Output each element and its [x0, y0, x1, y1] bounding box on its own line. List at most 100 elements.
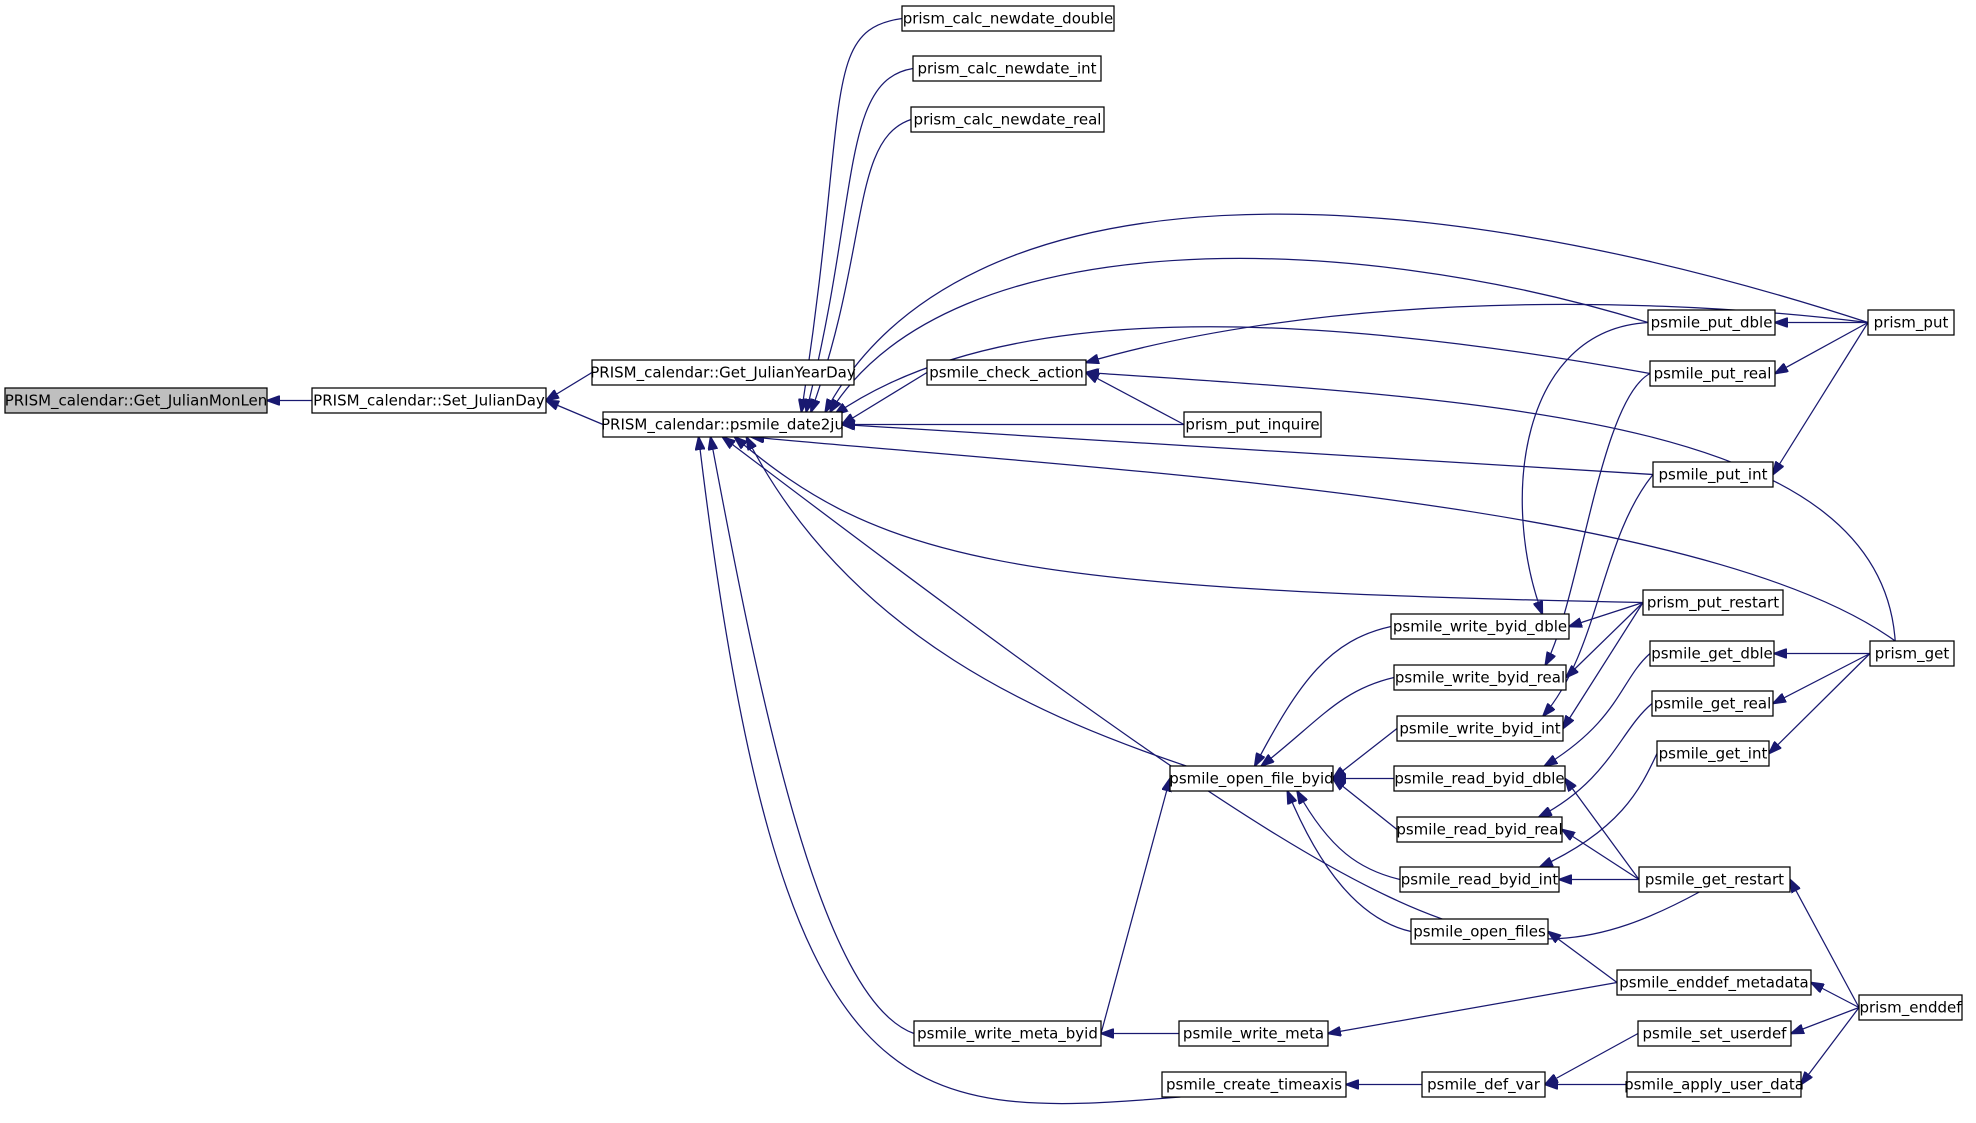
- node-getDble[interactable]: psmile_get_dble: [1649, 640, 1775, 667]
- node-box: [1178, 1020, 1329, 1047]
- node-box: [591, 359, 855, 386]
- node-label: prism_put_inquire: [1185, 416, 1319, 435]
- edge-getDble-to-readByidDble: [1544, 653, 1651, 767]
- edge-prismEnddef-to-setUserdef: [1791, 1006, 1860, 1034]
- node-label: psmile_check_action: [929, 364, 1084, 383]
- node-createTimeaxis[interactable]: psmile_create_timeaxis: [1161, 1071, 1347, 1098]
- node-box: [4, 387, 268, 414]
- edge-putReal-to-date2ju: [835, 326, 1651, 415]
- node-label: PRISM_calendar::Set_JulianDay: [313, 392, 545, 411]
- node-date2ju[interactable]: PRISM_calendar::psmile_date2ju: [601, 411, 844, 438]
- edge-writeByidInt-to-openFileByid: [1333, 728, 1398, 779]
- edge-prismGet-to-checkAction: [1086, 373, 1896, 642]
- node-getJulianYearDay[interactable]: PRISM_calendar::Get_JulianYearDay: [590, 359, 856, 386]
- node-label: prism_put_restart: [1647, 594, 1779, 613]
- node-box: [1649, 640, 1775, 667]
- node-box: [1867, 309, 1955, 336]
- node-getReal[interactable]: psmile_get_real: [1651, 690, 1774, 717]
- node-label: psmile_write_meta_byid: [917, 1025, 1098, 1044]
- edge-prismGet-to-date2ju: [751, 437, 1896, 642]
- node-readByidInt[interactable]: psmile_read_byid_int: [1399, 866, 1560, 893]
- edge-putDble-to-writeByidDble: [1521, 321, 1649, 615]
- node-newdateReal[interactable]: prism_calc_newdate_real: [910, 106, 1105, 133]
- edge-newdateReal-to-date2ju: [811, 118, 912, 413]
- node-newdateDouble[interactable]: prism_calc_newdate_double: [901, 5, 1115, 32]
- node-box: [1858, 994, 1963, 1021]
- node-box: [912, 55, 1102, 82]
- node-writeMetaByid[interactable]: psmile_write_meta_byid: [913, 1020, 1102, 1047]
- node-box: [1399, 866, 1560, 893]
- node-label: psmile_write_byid_dble: [1393, 618, 1567, 637]
- node-writeByidInt[interactable]: psmile_write_byid_int: [1396, 715, 1564, 742]
- edge-writeMetaByid-to-date2ju: [711, 437, 915, 1035]
- node-putRestart[interactable]: prism_put_restart: [1642, 589, 1784, 616]
- node-box: [1183, 411, 1322, 438]
- node-box: [926, 359, 1087, 386]
- edge-writeMetaByid-to-openFileByid: [1100, 779, 1170, 1034]
- node-putInquire[interactable]: prism_put_inquire: [1183, 411, 1322, 438]
- node-box: [1161, 1071, 1347, 1098]
- edge-enddefMetadata-to-openFiles: [1548, 932, 1618, 984]
- node-box: [1656, 740, 1770, 767]
- node-defVar[interactable]: psmile_def_var: [1421, 1071, 1546, 1098]
- node-label: psmile_read_byid_int: [1401, 871, 1559, 890]
- edge-checkAction-to-date2ju: [842, 371, 928, 425]
- edge-prismEnddef-to-enddefMetadata: [1811, 983, 1860, 1009]
- node-enddefMetadata[interactable]: psmile_enddef_metadata: [1616, 969, 1812, 996]
- node-openFiles[interactable]: psmile_open_files: [1410, 918, 1549, 945]
- edge-getReal-to-readByidReal: [1539, 703, 1653, 818]
- node-label: psmile_open_file_byid: [1169, 770, 1333, 789]
- node-writeByidDble[interactable]: psmile_write_byid_dble: [1390, 613, 1570, 640]
- node-getInt[interactable]: psmile_get_int: [1656, 740, 1770, 767]
- node-label: PRISM_calendar::psmile_date2ju: [601, 416, 844, 435]
- node-label: psmile_put_int: [1659, 466, 1768, 485]
- node-getJulianMonLen[interactable]: PRISM_calendar::Get_JulianMonLen: [4, 387, 268, 414]
- node-box: [1410, 918, 1549, 945]
- edge-getRestart-to-date2ju: [723, 437, 1700, 940]
- node-prismPut[interactable]: prism_put: [1867, 309, 1955, 336]
- node-readByidReal[interactable]: psmile_read_byid_real: [1396, 816, 1563, 843]
- node-label: psmile_def_var: [1427, 1076, 1541, 1095]
- node-label: psmile_open_files: [1413, 923, 1546, 942]
- node-label: prism_get: [1875, 645, 1950, 664]
- node-putInt[interactable]: psmile_put_int: [1652, 461, 1774, 488]
- node-label: psmile_write_byid_int: [1399, 720, 1560, 739]
- edge-prismGet-to-getReal: [1773, 652, 1871, 704]
- node-label: psmile_get_int: [1659, 745, 1768, 764]
- node-openFileByid[interactable]: psmile_open_file_byid: [1169, 765, 1334, 792]
- edge-readByidInt-to-openFileByid: [1297, 791, 1401, 881]
- node-getRestart[interactable]: psmile_get_restart: [1638, 866, 1791, 893]
- node-newdateInt[interactable]: prism_calc_newdate_int: [912, 55, 1102, 82]
- node-writeMeta[interactable]: psmile_write_meta: [1178, 1020, 1329, 1047]
- node-box: [1652, 461, 1774, 488]
- node-label: psmile_get_real: [1654, 695, 1772, 714]
- node-applyUserData[interactable]: psmile_apply_user_data: [1624, 1071, 1804, 1098]
- node-writeByidReal[interactable]: psmile_write_byid_real: [1393, 664, 1567, 691]
- node-label: psmile_put_dble: [1651, 314, 1773, 333]
- node-setUserdef[interactable]: psmile_set_userdef: [1637, 1020, 1792, 1047]
- node-checkAction[interactable]: psmile_check_action: [926, 359, 1087, 386]
- node-label: psmile_write_byid_real: [1395, 669, 1565, 688]
- edge-openFileByid-to-date2ju: [746, 437, 1187, 767]
- node-prismEnddef[interactable]: prism_enddef: [1858, 994, 1963, 1021]
- node-box: [602, 411, 843, 438]
- edge-enddefMetadata-to-writeMeta: [1328, 981, 1618, 1034]
- node-prismGet[interactable]: prism_get: [1869, 640, 1955, 667]
- node-label: PRISM_calendar::Get_JulianMonLen: [5, 392, 268, 411]
- node-putReal[interactable]: psmile_put_real: [1649, 360, 1776, 387]
- node-label: prism_calc_newdate_real: [914, 111, 1102, 130]
- node-label: PRISM_calendar::Get_JulianYearDay: [590, 364, 856, 383]
- node-readByidDble[interactable]: psmile_read_byid_dble: [1393, 765, 1566, 792]
- node-label: psmile_get_dble: [1651, 645, 1773, 664]
- edge-getRestart-to-readByidReal: [1562, 830, 1640, 881]
- node-setJulianDay[interactable]: PRISM_calendar::Set_JulianDay: [311, 387, 547, 414]
- node-box: [1647, 309, 1776, 336]
- node-label: psmile_read_byid_real: [1396, 821, 1562, 840]
- edge-getJulianYearDay-to-setJulianDay: [546, 371, 593, 401]
- node-box: [311, 387, 547, 414]
- node-box: [910, 106, 1105, 133]
- node-box: [1396, 715, 1564, 742]
- node-putDble[interactable]: psmile_put_dble: [1647, 309, 1776, 336]
- node-box: [901, 5, 1115, 32]
